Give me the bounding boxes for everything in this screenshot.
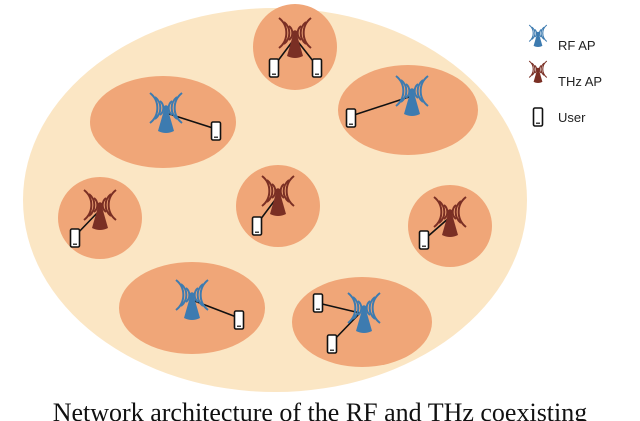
thz-ap-icon <box>529 61 547 83</box>
legend-thz-ap-label: THz AP <box>558 74 602 89</box>
legend: RF AP THz AP User <box>529 25 602 127</box>
smartphone-icon <box>210 121 222 141</box>
smartphone-icon <box>311 58 323 78</box>
smartphone-icon <box>268 58 280 78</box>
smartphone-icon <box>418 230 430 250</box>
legend-rf-ap-label: RF AP <box>558 38 596 53</box>
smartphone-icon <box>532 107 544 127</box>
rf-ap-icon <box>529 25 547 47</box>
legend-user-label: User <box>558 110 586 125</box>
network-diagram: RF AP THz AP User <box>23 4 602 392</box>
smartphone-icon <box>312 293 324 313</box>
smartphone-icon <box>251 216 263 236</box>
smartphone-icon <box>233 310 245 330</box>
smartphone-icon <box>326 334 338 354</box>
smartphone-icon <box>69 228 81 248</box>
smartphone-icon <box>345 108 357 128</box>
figure-caption: Network architecture of the RF and THz c… <box>52 398 588 421</box>
